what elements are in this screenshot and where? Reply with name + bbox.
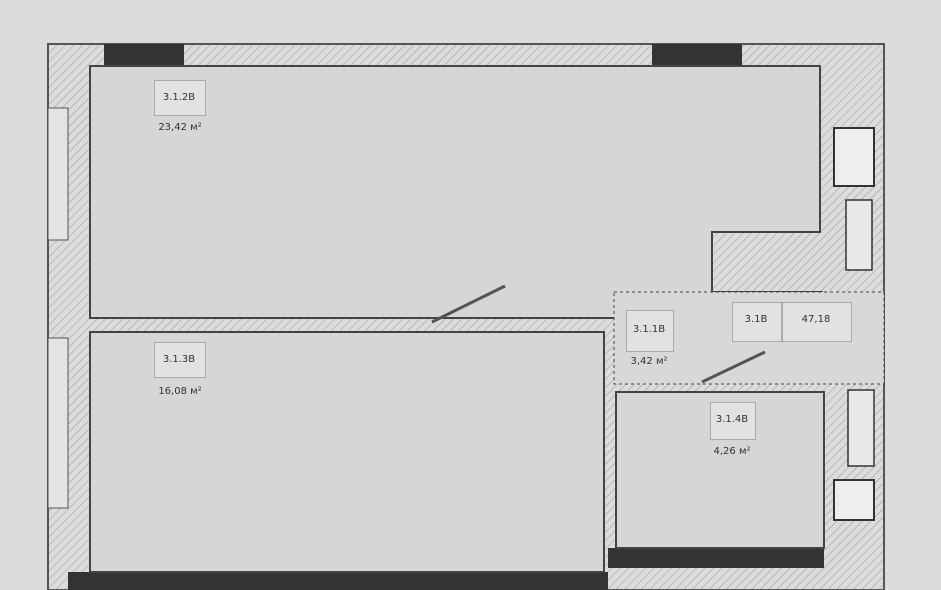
window-top-right (652, 44, 742, 66)
door-2 (701, 350, 766, 384)
window-left-1 (47, 107, 69, 241)
room-area: 16,08 м² (158, 386, 202, 397)
room-label-box (626, 310, 674, 352)
shaft-icon (847, 389, 875, 467)
bathtub-icon (833, 127, 875, 187)
window-top-left (104, 44, 184, 66)
room-label-box (710, 402, 756, 440)
cabinet-icon (845, 199, 873, 271)
door-1 (431, 284, 506, 324)
apartment-total-area: 47,18 (801, 314, 831, 325)
room-code: 3.1.1B (632, 324, 666, 335)
apartment-area-box (782, 302, 852, 342)
room-area: 23,42 м² (158, 122, 202, 133)
window-left-2 (47, 337, 69, 509)
apartment-code-box (732, 302, 782, 342)
bottom-wall (68, 572, 608, 590)
room-area: 3,42 м² (630, 356, 668, 367)
apartment-code: 3.1B (744, 314, 768, 325)
room-code: 3.1.4B (715, 414, 749, 425)
room-label-box (154, 342, 206, 378)
room-code: 3.1.3B (162, 354, 196, 365)
room-code: 3.1.2B (162, 92, 196, 103)
room-area: 4,26 м² (713, 446, 751, 457)
bottom-wall-right (608, 548, 824, 568)
room-label-box (154, 80, 206, 116)
sink-icon (833, 479, 875, 521)
